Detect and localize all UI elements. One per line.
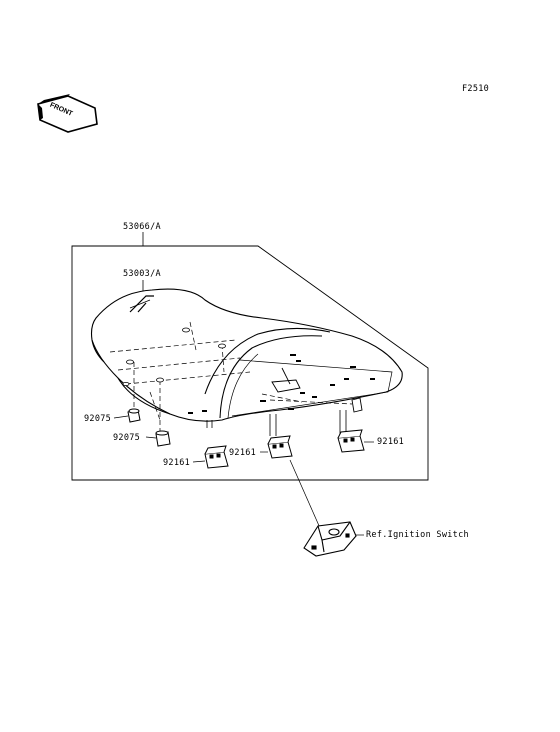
seat-cushion	[90, 288, 403, 422]
damper-posts	[206, 410, 347, 436]
center-bracket	[271, 367, 301, 393]
seat-logo-icon	[129, 295, 154, 313]
label-92161-left[interactable]: 92161	[163, 458, 191, 468]
rubber-right-part	[337, 429, 365, 453]
assembly-frame	[71, 245, 429, 481]
rubber-left-part	[204, 445, 229, 469]
mount-holes	[122, 327, 226, 386]
ignition-switch-part	[303, 521, 357, 557]
damper-upper-part	[127, 408, 141, 423]
rear-hook	[351, 397, 363, 413]
label-92161-right[interactable]: 92161	[377, 437, 405, 447]
label-ref-ignition-switch[interactable]: Ref.Ignition Switch	[366, 530, 469, 540]
front-arrow-icon: FRONT	[37, 94, 98, 133]
label-92075-upper[interactable]: 92075	[84, 414, 112, 424]
figure-code: F2510	[462, 84, 490, 94]
hidden-lines	[109, 321, 353, 432]
label-53003[interactable]: 53003/A	[123, 269, 161, 279]
label-92075-lower[interactable]: 92075	[113, 433, 141, 443]
label-53066[interactable]: 53066/A	[123, 222, 161, 232]
rubber-center-part	[267, 435, 293, 459]
base-plate-marks	[188, 354, 375, 414]
leader-lines	[113, 415, 374, 536]
damper-lower-part	[155, 430, 171, 447]
label-92161-center[interactable]: 92161	[229, 448, 257, 458]
